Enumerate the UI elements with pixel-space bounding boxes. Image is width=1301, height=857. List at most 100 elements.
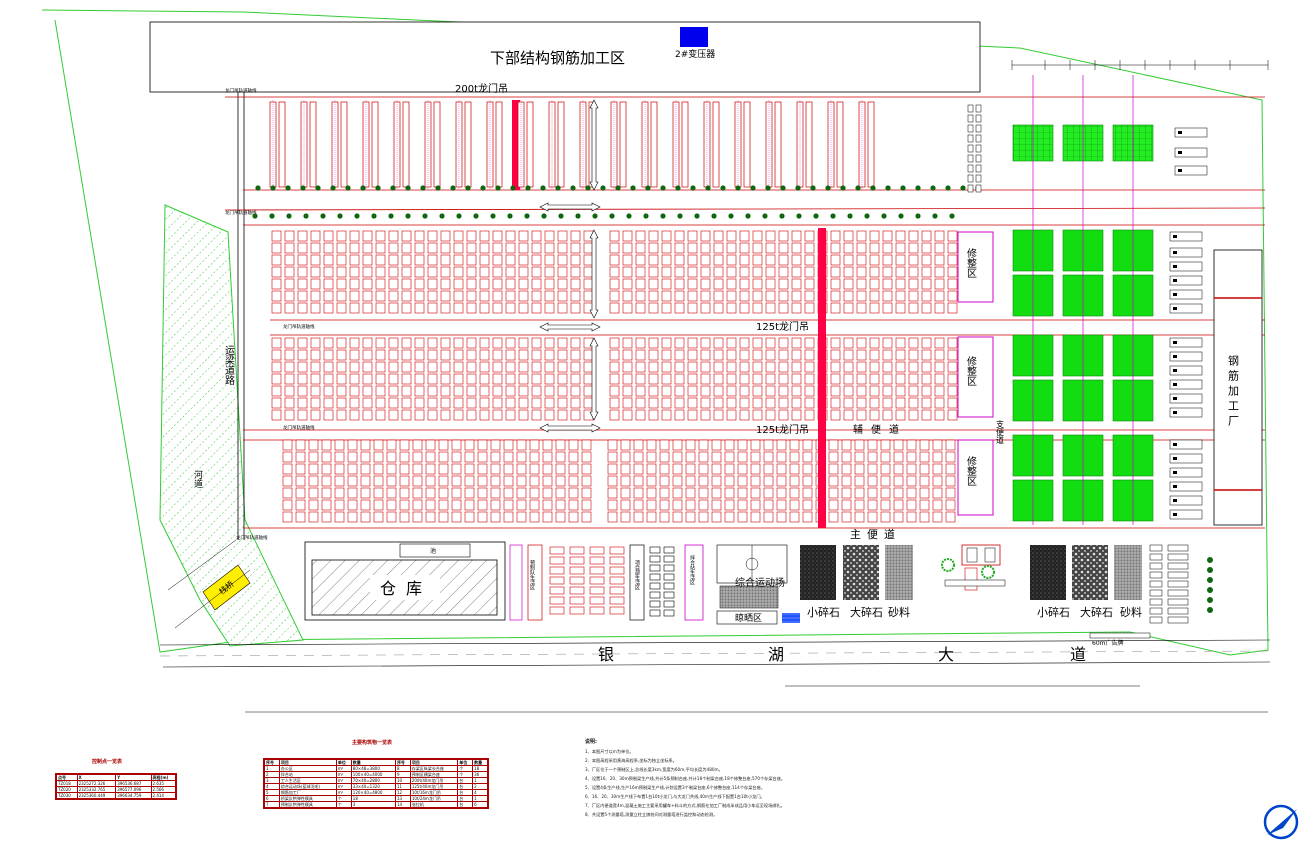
beam-pedestal [518, 254, 529, 266]
beam-pedestal [479, 254, 490, 266]
beam-pedestal [492, 361, 503, 373]
beam-pedestal [362, 266, 373, 278]
beam-pedestal [388, 385, 399, 397]
tree-icon [630, 185, 636, 191]
beam-pedestal [661, 242, 672, 254]
beam-pedestal [490, 487, 501, 499]
note-line: 2、本图高程采用黄海高程系,坐标为独立坐标系。 [585, 758, 677, 763]
beam-pedestal [843, 290, 854, 302]
beam-pedestal [802, 475, 813, 487]
beam-pedestal [490, 463, 501, 475]
beam-pedestal [308, 499, 319, 511]
beam-pedestal [531, 337, 542, 349]
beam-pedestal [908, 361, 919, 373]
tree-icon [465, 185, 471, 191]
beam-pedestal [619, 101, 627, 188]
beam-pedestal [685, 499, 696, 511]
beam-pedestal [310, 409, 321, 421]
beam-pedestal [340, 101, 348, 188]
beam-pedestal [375, 278, 386, 290]
beam-pedestal [856, 302, 867, 314]
beam-pedestal [440, 302, 451, 314]
beam-pedestal [633, 511, 644, 523]
beam-pedestal [726, 361, 737, 373]
beam-pedestal [308, 439, 319, 451]
beam-pedestal [791, 373, 802, 385]
beam-pedestal [789, 499, 800, 511]
dorm-block [663, 555, 675, 563]
beam-pedestal [635, 278, 646, 290]
beam-pedestal [947, 290, 958, 302]
beam-pedestal [414, 409, 425, 421]
storage-box [1174, 147, 1208, 158]
beam-pedestal [414, 254, 425, 266]
beam-pedestal [674, 266, 685, 278]
beam-pedestal [310, 242, 321, 254]
beam-pedestal [349, 230, 360, 242]
beam-pedestal [895, 361, 906, 373]
beam-pedestal [557, 254, 568, 266]
beam-pedestal [856, 397, 867, 409]
beam-pedestal [869, 337, 880, 349]
beam-pedestal [661, 266, 672, 278]
beam-pedestal [713, 302, 724, 314]
notes-section: 说明: 1、本图尺寸以m为单位。2、本图高程采用黄海高程系,坐标为独立坐标系。3… [585, 738, 915, 819]
beam-pedestal [882, 302, 893, 314]
beam-pedestal [856, 385, 867, 397]
crane-track-label: 龙门吊轨道轴线 [225, 87, 257, 94]
beam-pedestal [713, 242, 724, 254]
beam-pedestal [297, 397, 308, 409]
beam-pedestal [518, 397, 529, 409]
beam-pedestal [791, 254, 802, 266]
sand-label-1: 砂料 [888, 605, 910, 619]
beam-pedestal [503, 463, 514, 475]
beam-pedestal [555, 451, 566, 463]
beam-pedestal [681, 101, 689, 188]
beam-pedestal [739, 409, 750, 421]
beam-pedestal [284, 242, 295, 254]
beam-pedestal [685, 451, 696, 463]
beam-pedestal [804, 242, 815, 254]
beam-pedestal [412, 439, 423, 451]
beam-pedestal [557, 409, 568, 421]
beam-pedestal [401, 349, 412, 361]
tree-icon [252, 213, 258, 219]
beam-pedestal [362, 290, 373, 302]
beam-pedestal [607, 451, 618, 463]
aisle-arrow-icon [589, 99, 599, 191]
beam-pedestal [880, 487, 891, 499]
beam-pedestal [895, 337, 906, 349]
sports-field-label: 综合运动场 [735, 576, 785, 589]
beam-pedestal [373, 475, 384, 487]
storage-box [1169, 481, 1203, 492]
crane-track-label: 龙门吊轨道轴线 [283, 424, 315, 431]
beam-pedestal [607, 475, 618, 487]
tree-icon [1207, 587, 1213, 593]
beam-pedestal [763, 511, 774, 523]
beam-pedestal [310, 290, 321, 302]
beam-pedestal [945, 451, 956, 463]
beam-pedestal [388, 290, 399, 302]
beam-pedestal [386, 463, 397, 475]
beam-pedestal [464, 439, 475, 451]
beam-pedestal [724, 475, 735, 487]
tree-icon [345, 185, 351, 191]
beam-pedestal [529, 511, 540, 523]
beam-pedestal [711, 451, 722, 463]
beam-pedestal [349, 361, 360, 373]
beam-pedestal [672, 511, 683, 523]
beam-pedestal [843, 230, 854, 242]
beam-pedestal [544, 278, 555, 290]
beam-pedestal [310, 230, 321, 242]
beam-pedestal [620, 511, 631, 523]
beam-pedestal [895, 266, 906, 278]
beam-pedestal [726, 254, 737, 266]
tree-icon [337, 213, 343, 219]
trim-area-2 [957, 336, 994, 418]
beam-pedestal [518, 242, 529, 254]
storage-box [1169, 439, 1203, 450]
beam-pedestal [830, 242, 841, 254]
beam-pedestal [451, 499, 462, 511]
beam-pedestal [674, 397, 685, 409]
beam-pedestal [906, 499, 917, 511]
